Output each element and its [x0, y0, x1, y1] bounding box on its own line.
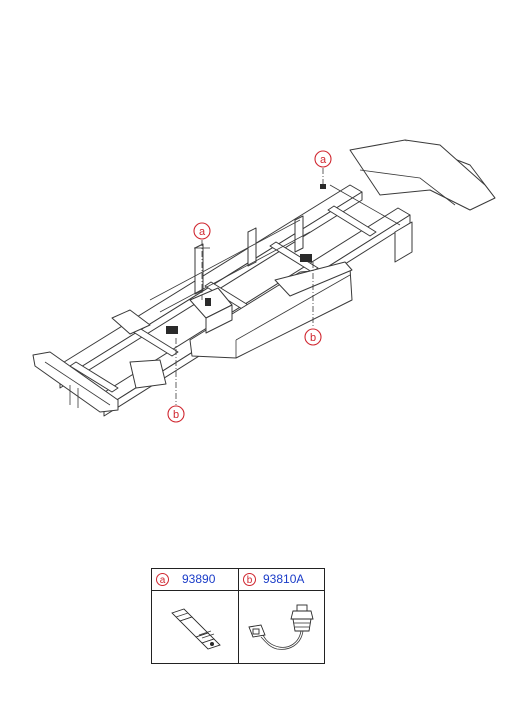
pressure-switch-icon	[171, 608, 221, 650]
part-illustration-b	[239, 591, 324, 663]
part-number: 93810A	[263, 572, 305, 586]
part-illustration-a	[152, 591, 238, 663]
table-divider	[238, 569, 239, 663]
svg-text:a: a	[199, 226, 206, 238]
callout-b-left: b	[167, 405, 185, 423]
table-header-b: b 93810A	[239, 569, 324, 591]
callout-b-right: b	[304, 328, 322, 346]
sensor-mark-a-top	[320, 184, 326, 189]
parts-table: a 93890 b 93810A	[151, 568, 325, 664]
sensor-mark-b-right	[300, 254, 312, 262]
part-number: 93890	[182, 572, 216, 586]
part-letter-badge: a	[156, 573, 169, 586]
svg-text:a: a	[320, 154, 327, 166]
part-letter-badge: b	[243, 573, 256, 586]
callout-a-mid: a	[193, 222, 211, 240]
svg-text:b: b	[173, 409, 179, 421]
table-header-a: a 93890	[152, 569, 238, 591]
sensor-with-connector-icon	[248, 604, 314, 650]
callout-a-top: a	[314, 150, 332, 168]
chassis-frame	[32, 139, 496, 417]
sensor-mark-a-mid	[205, 298, 211, 306]
svg-text:b: b	[310, 332, 316, 344]
sensor-mark-b-left	[166, 326, 178, 334]
